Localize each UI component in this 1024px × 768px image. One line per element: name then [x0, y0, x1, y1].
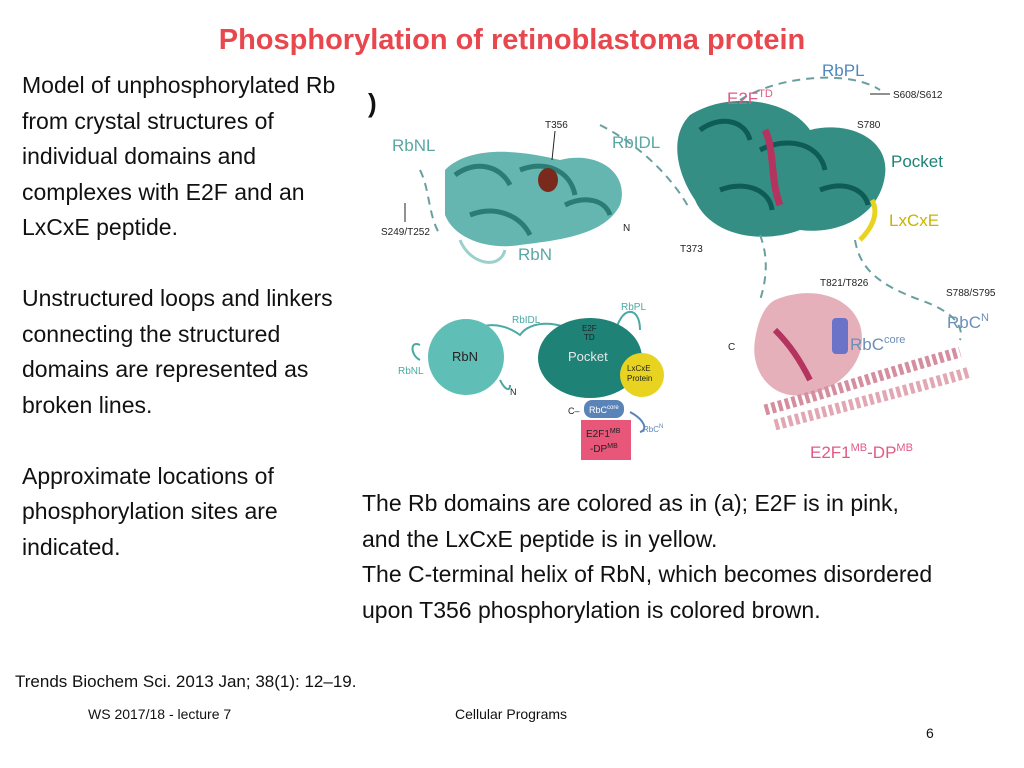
- label-t373: T373: [680, 244, 703, 255]
- caption-line-3: The C-terminal helix of RbN, which becom…: [362, 561, 933, 587]
- schematic-e2f1-dp: [581, 420, 631, 460]
- label-e2f1-dp: E2F1MB-DPMB: [810, 442, 913, 462]
- dashed-linkers: [419, 76, 962, 341]
- label-lxcxe: LxCxE: [889, 211, 939, 230]
- pocket-structure: [677, 100, 886, 242]
- label-rbc-core: RbCcore: [850, 334, 905, 354]
- label-rbpl: RbPL: [822, 61, 865, 80]
- label-rbcn: RbCN: [947, 312, 989, 332]
- label-rbn: RbN: [518, 245, 552, 264]
- figure-caption: The Rb domains are colored as in (a); E2…: [362, 486, 1012, 628]
- lxcxe-peptide: [858, 198, 878, 242]
- label-rbnl: RbNL: [392, 136, 435, 155]
- label-t821: T821/T826: [820, 278, 869, 289]
- slide-title: Phosphorylation of retinoblastoma protei…: [218, 24, 806, 56]
- left-paragraph-model: Model of unphosphorylated Rb from crysta…: [22, 72, 336, 240]
- label-t356: T356: [545, 120, 568, 131]
- label-s608: S608/S612: [893, 90, 943, 101]
- caption-line-1: The Rb domains are colored as in (a); E2…: [362, 490, 899, 516]
- schematic-pocket: [538, 318, 642, 398]
- page-number: 6: [926, 725, 934, 741]
- footer-course: Cellular Programs: [455, 706, 568, 722]
- schematic-lxcxe: [620, 353, 664, 397]
- schematic-label-dp: -DPMB: [590, 443, 618, 455]
- schematic-label-e2f1: E2F1MB: [586, 428, 621, 440]
- schematic-label-protein: Protein: [627, 374, 652, 383]
- rbc-structure: [754, 293, 972, 431]
- schematic-label-e2f: E2F: [582, 324, 597, 333]
- rbc-core-blue: [832, 318, 848, 354]
- schematic-rbn: [428, 319, 504, 395]
- schematic-label-c: C–: [568, 406, 580, 416]
- left-paragraph-loops: Unstructured loops and linkers connectin…: [22, 285, 333, 418]
- schematic-label-lxcxe: LxCxE: [627, 364, 651, 373]
- label-e2f-td: E2FTD: [727, 88, 773, 108]
- left-paragraph-sites: Approximate locations of phosphorylation…: [22, 462, 278, 560]
- left-text-column: Model of unphosphorylated Rb from crysta…: [22, 68, 352, 601]
- label-s788: S788/S795: [946, 288, 996, 299]
- label-n: N: [623, 223, 630, 234]
- domain-schematic: RbIDL RbPL E2F TD RbN Pocket RbNL LxCxE …: [398, 302, 664, 460]
- schematic-label-rbpl: RbPL: [621, 302, 646, 313]
- schematic-label-pocket: Pocket: [568, 349, 608, 364]
- schematic-label-rbn: RbN: [452, 349, 478, 364]
- label-c: C: [728, 342, 735, 353]
- label-rbidl: RbIDL: [612, 133, 660, 152]
- schematic-label-rbnl: RbNL: [398, 366, 424, 377]
- caption-line-2: and the LxCxE peptide is in yellow.: [362, 525, 718, 552]
- footer-lecture: WS 2017/18 - lecture 7: [88, 706, 232, 722]
- schematic-label-td: TD: [584, 333, 595, 342]
- schematic-label-rbc-core: RbCcore: [589, 405, 619, 415]
- schematic-rbc-core: [584, 400, 624, 418]
- label-s780: S780: [857, 120, 881, 131]
- e2f-td-helix: [761, 128, 784, 207]
- rbn-structure: [445, 151, 622, 264]
- schematic-label-rbidl: RbIDL: [512, 315, 541, 326]
- rbn-brown-helix: [538, 168, 558, 192]
- caption-line-4: upon T356 phosphorylation is colored bro…: [362, 596, 821, 623]
- schematic-label-rbcn: RbCN: [643, 424, 663, 434]
- label-pocket: Pocket: [891, 152, 943, 171]
- label-s249: S249/T252: [381, 227, 430, 238]
- citation: Trends Biochem Sci. 2013 Jan; 38(1): 12–…: [15, 672, 357, 691]
- panel-label: ): [368, 88, 377, 118]
- schematic-label-n: N: [510, 387, 517, 397]
